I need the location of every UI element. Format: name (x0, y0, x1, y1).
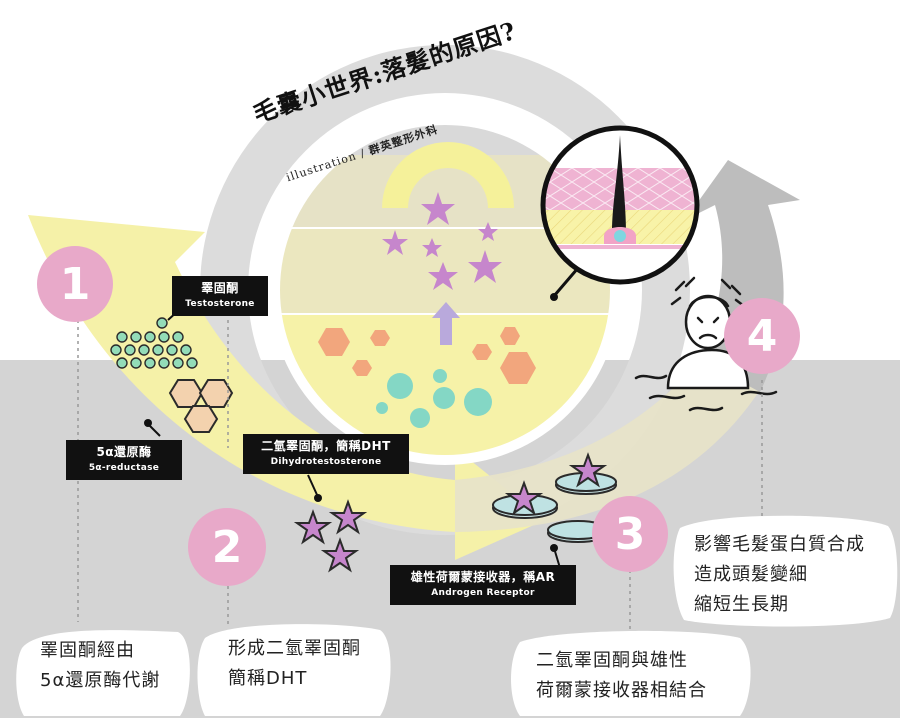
step-3-caption-line: 二氫睪固酮與雄性 (536, 650, 688, 671)
step-1-caption-line: 5α還原酶代謝 (40, 670, 161, 691)
testosterone-label: 睪固酮 Testosterone (172, 276, 268, 317)
step-4-badge: 4 (724, 298, 800, 374)
caption-clouds (16, 515, 898, 716)
step-3-badge: 3 (592, 496, 668, 572)
dht-label-en: Dihydrotestosterone (270, 457, 382, 467)
dht-label-zh: 二氫睪固酮，簡稱DHT (261, 439, 391, 453)
step-2-caption: 形成二氫睪固酮 簡稱DHT (228, 634, 361, 694)
testosterone-label-zh: 睪固酮 (201, 281, 239, 295)
step-4-caption-line: 影響毛髮蛋白質合成 (694, 534, 865, 555)
testosterone-label-en: Testosterone (185, 299, 255, 309)
leader-lines (77, 320, 763, 640)
step-3-caption: 二氫睪固酮與雄性 荷爾蒙接收器相結合 (536, 646, 707, 706)
testosterone-molecules (110, 317, 198, 369)
yellow-arrow (28, 215, 545, 560)
receptor-label-en: Androgen Receptor (431, 588, 535, 598)
step-2-badge: 2 (188, 508, 266, 586)
step-4-caption: 影響毛髮蛋白質合成 造成頭髮變細 縮短生長期 (694, 530, 865, 620)
step-1-caption: 睪固酮經由 5α還原酶代謝 (40, 636, 160, 696)
beige-arrow (455, 360, 760, 532)
receptor-label: 雄性荷爾蒙接收器，稱AR Androgen Receptor (390, 565, 576, 606)
dht-stars-inner (382, 192, 502, 290)
step-2-caption-line: 簡稱DHT (228, 668, 308, 689)
step-1-badge: 1 (37, 246, 113, 322)
receptor-label-zh: 雄性荷爾蒙接收器，稱AR (410, 570, 556, 584)
dht-label: 二氫睪固酮，簡稱DHT Dihydrotestosterone (243, 434, 409, 475)
step-4-caption-line: 造成頭髮變細 (694, 564, 808, 585)
step-1-caption-line: 睪固酮經由 (40, 640, 135, 661)
follicle-arch (382, 142, 514, 208)
step-2-caption-line: 形成二氫睪固酮 (228, 638, 361, 659)
sad-person-illustration (634, 276, 778, 412)
reductase-molecules (168, 379, 234, 433)
dht-molecules (293, 499, 368, 573)
reductase-label-zh: 5α還原酶 (96, 445, 152, 459)
hexagon-molecules (318, 327, 536, 384)
reductase-label-en: 5α-reductase (88, 463, 160, 473)
step-3-caption-line: 荷爾蒙接收器相結合 (536, 680, 707, 701)
magnifier (540, 125, 700, 301)
up-arrow (432, 302, 460, 345)
reductase-label: 5α還原酶 5α-reductase (66, 440, 182, 481)
step-4-caption-line: 縮短生長期 (694, 594, 789, 615)
teal-molecules (376, 369, 492, 428)
